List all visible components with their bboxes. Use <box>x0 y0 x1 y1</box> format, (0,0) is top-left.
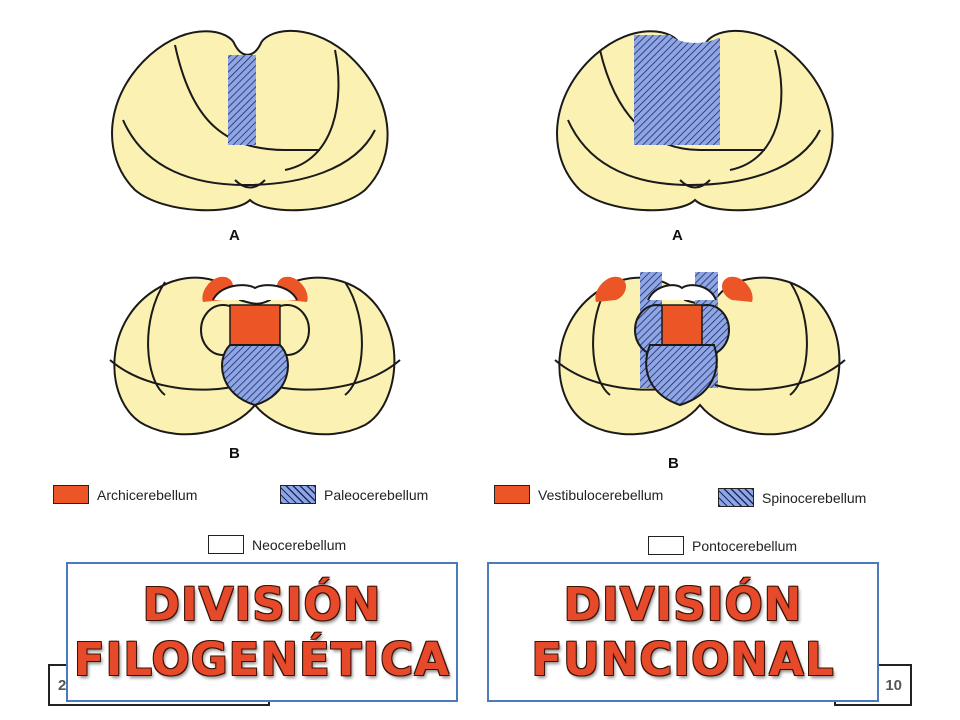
legend-label: Archicerebellum <box>97 486 198 503</box>
functional-panel: A B Vestibulocerebellum Spinocerebellum … <box>490 0 905 560</box>
legend-archicerebellum: Archicerebellum <box>53 485 197 504</box>
white-swatch <box>208 535 244 554</box>
orange-swatch <box>53 485 89 504</box>
blue-hatched-swatch <box>280 485 316 504</box>
cerebellum-inferior-view <box>109 276 401 436</box>
title-line-1: DIVISIÓN <box>142 578 382 631</box>
cerebellum-superior-view <box>111 29 389 212</box>
cerebellum-inferior-view <box>554 272 846 436</box>
title-line-2: FILOGENÉTICA <box>73 633 451 686</box>
legend-label: Vestibulocerebellum <box>538 486 664 503</box>
legend-label: Pontocerebellum <box>692 537 798 554</box>
cerebellum-superior-view <box>556 29 834 212</box>
figure-b-label: B <box>229 445 240 462</box>
figure-b-label: B <box>668 455 679 472</box>
functional-diagram <box>554 29 846 436</box>
phylogenetic-diagram <box>109 29 401 436</box>
legend-vestibulocerebellum: Vestibulocerebellum <box>494 485 663 504</box>
spinocerebellum-hatched-region <box>634 35 720 145</box>
legend-neocerebellum: Neocerebellum <box>208 535 346 554</box>
functional-title-box: DIVISIÓN FUNCIONAL <box>487 562 879 702</box>
figure-a-label: A <box>229 227 240 244</box>
phylogenetic-panel: A B Archicerebellum Paleocerebellum Neoc… <box>45 0 460 560</box>
legend-pontocerebellum: Pontocerebellum <box>648 536 797 555</box>
legend-label: Spinocerebellum <box>762 489 867 506</box>
vermis-hatched-strip <box>228 55 256 145</box>
orange-swatch <box>494 485 530 504</box>
legend-spinocerebellum: Spinocerebellum <box>718 488 866 507</box>
legend-label: Paleocerebellum <box>324 486 429 503</box>
footer-left-text: 2 <box>58 676 67 694</box>
phylogenetic-title-box: DIVISIÓN FILOGENÉTICA <box>66 562 458 702</box>
page-number: 10 <box>885 676 902 694</box>
blue-hatched-swatch <box>718 488 754 507</box>
legend-label: Neocerebellum <box>252 536 347 553</box>
white-swatch <box>648 536 684 555</box>
legend-paleocerebellum: Paleocerebellum <box>280 485 428 504</box>
figure-a-label: A <box>672 227 683 244</box>
title-line-1: DIVISIÓN <box>563 578 803 631</box>
title-line-2: FUNCIONAL <box>531 633 835 686</box>
